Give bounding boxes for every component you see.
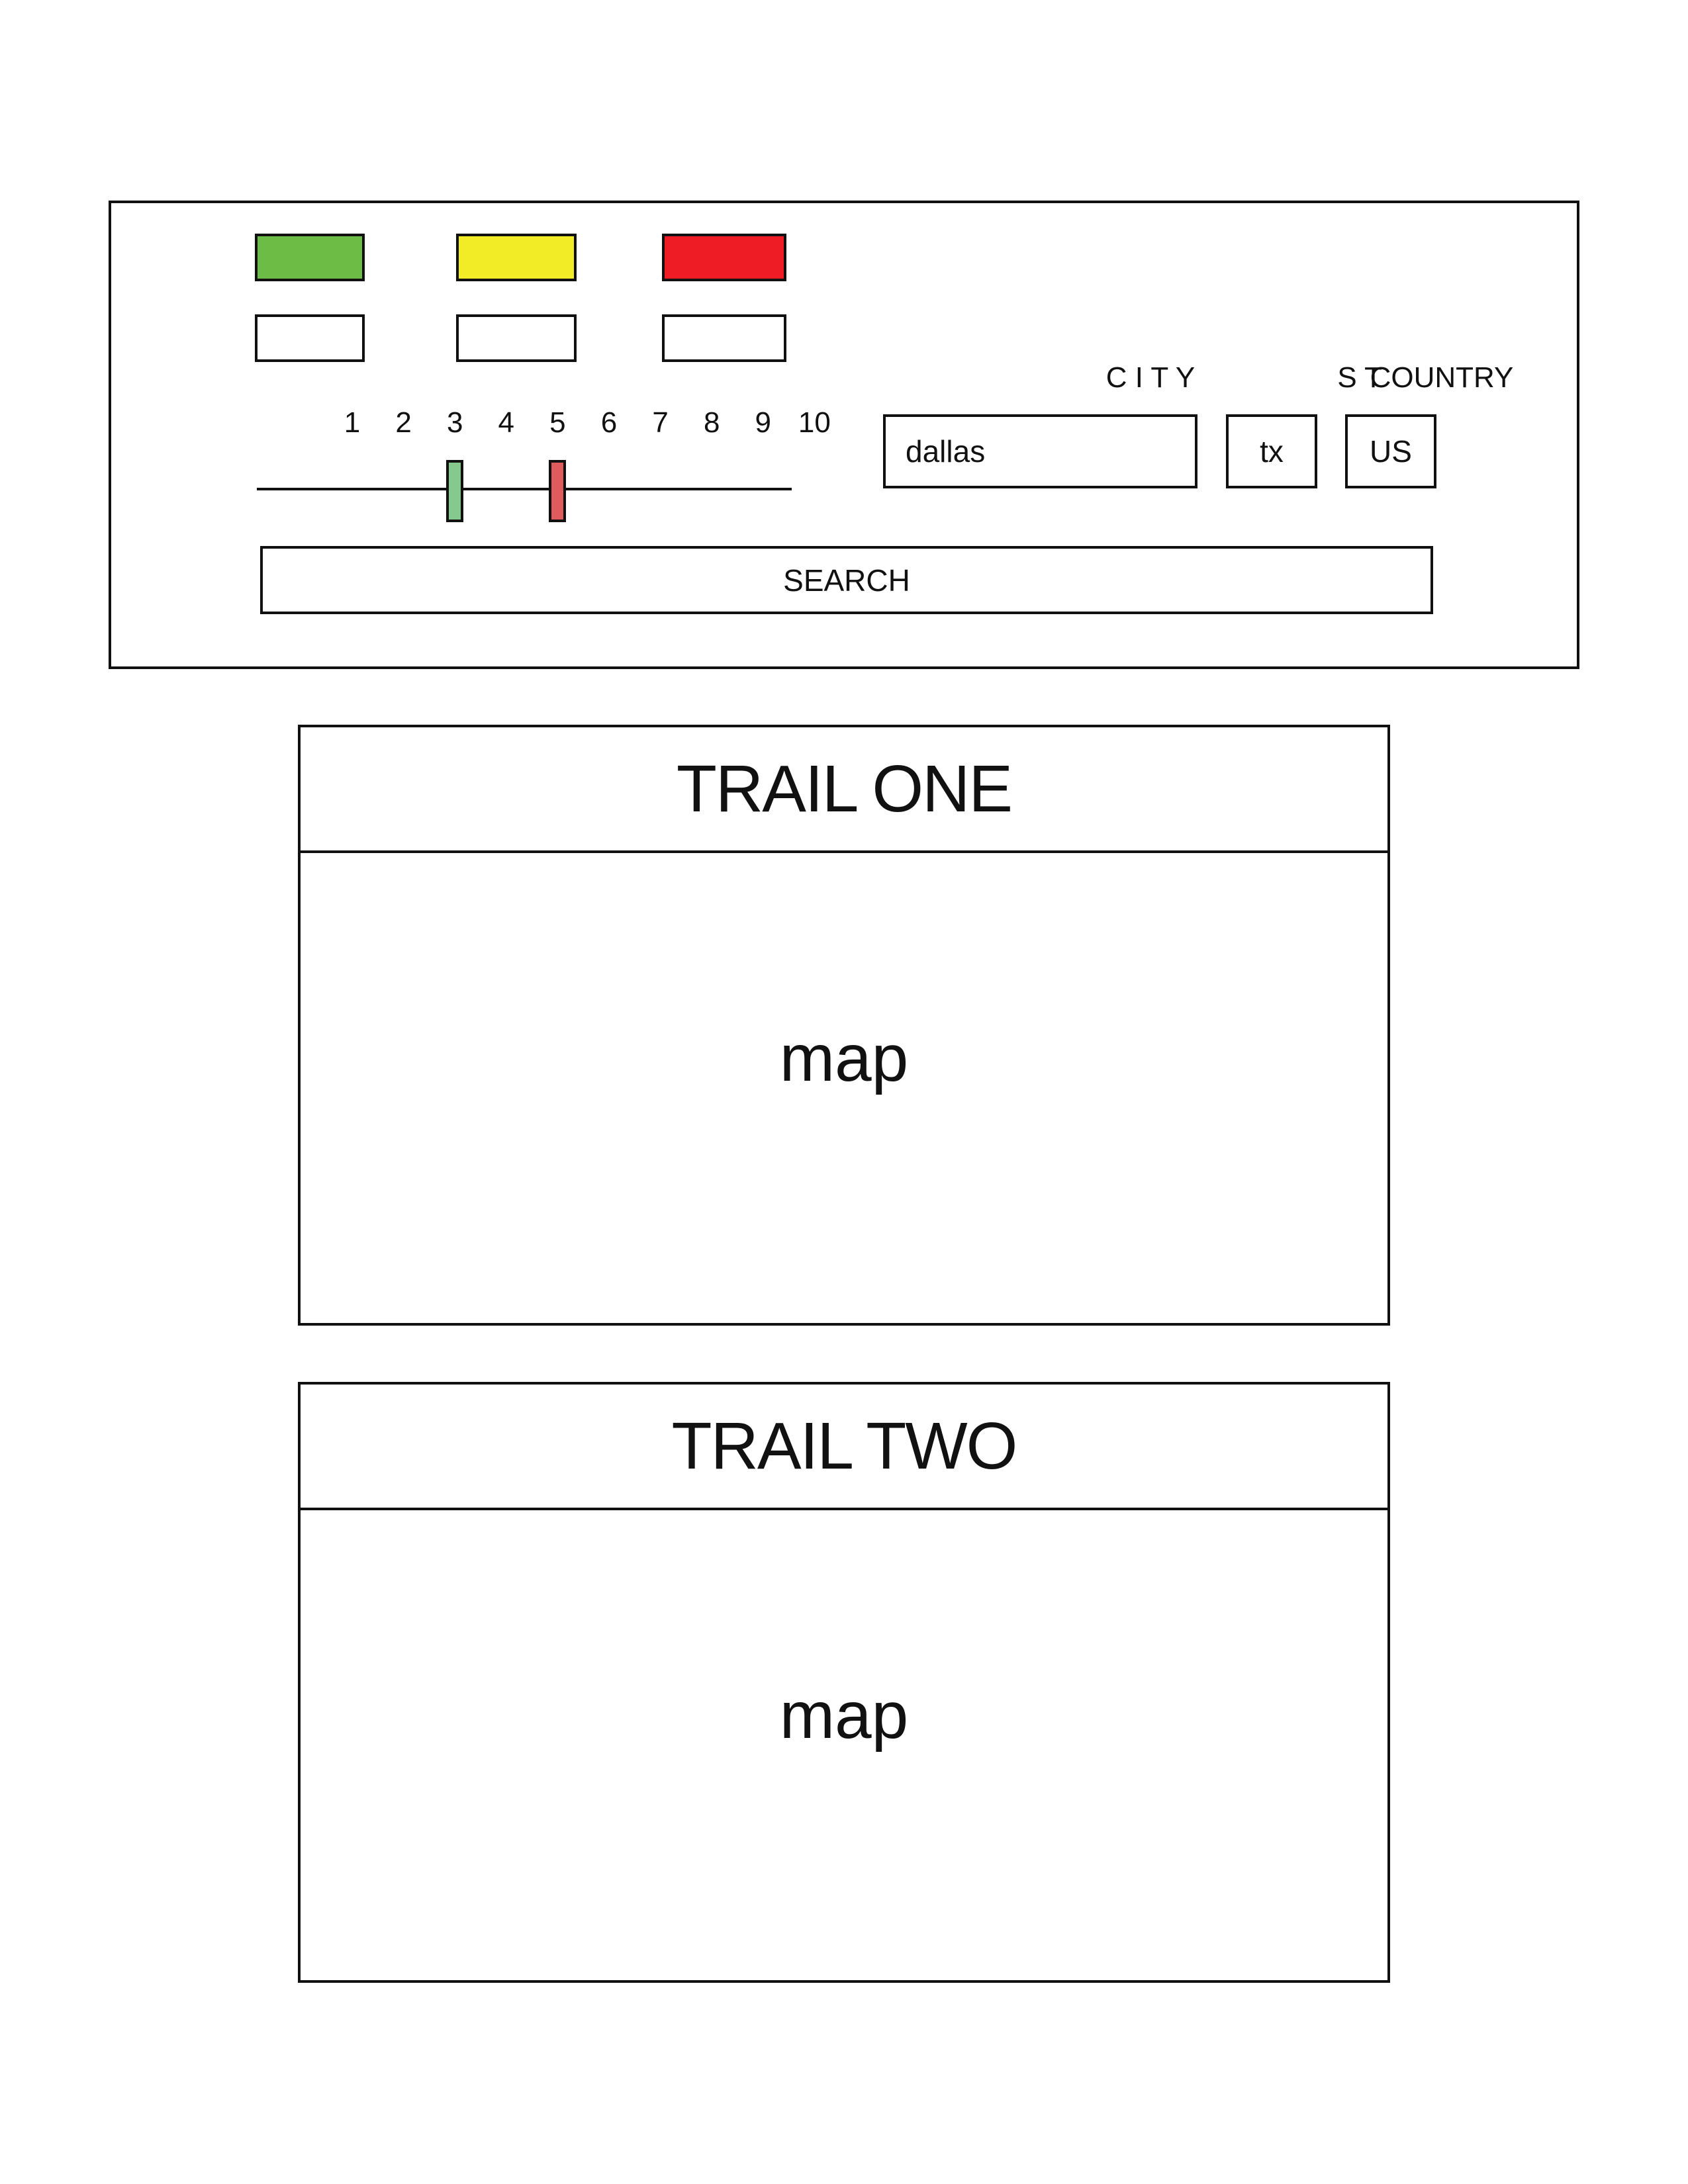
difficulty-moderate-input[interactable]	[456, 314, 577, 362]
state-label: S T	[1337, 361, 1382, 394]
range-tick-label: 10	[798, 406, 831, 439]
city-label: C I T Y	[1105, 361, 1196, 394]
trail-map[interactable]: map	[301, 853, 1387, 1323]
difficulty-easy-input[interactable]	[255, 314, 365, 362]
range-tick-label: 4	[498, 406, 515, 439]
map-placeholder-label: map	[779, 1678, 909, 1752]
range-tick-label: 2	[395, 406, 412, 439]
filter-panel: 1 2 3 4 5 6 7 8 9 10 C I T Y S T COUNTRY SEARCH	[109, 201, 1579, 669]
range-tick-label: 3	[446, 406, 463, 439]
range-slider-max-handle[interactable]	[549, 460, 567, 522]
range-tick-label: 5	[549, 406, 566, 439]
difficulty-hard-swatch[interactable]	[662, 234, 786, 281]
trail-map[interactable]: map	[301, 1510, 1387, 1980]
trail-title: TRAIL ONE	[301, 727, 1387, 853]
trail-card[interactable]: TRAIL TWO map	[298, 1382, 1390, 1983]
state-input[interactable]	[1226, 414, 1317, 488]
search-button[interactable]: SEARCH	[260, 546, 1433, 614]
trail-title: TRAIL TWO	[301, 1385, 1387, 1510]
map-placeholder-label: map	[779, 1021, 909, 1095]
range-slider-min-handle[interactable]	[446, 460, 464, 522]
difficulty-hard-input[interactable]	[662, 314, 786, 362]
city-input[interactable]	[883, 414, 1197, 488]
range-slider-track[interactable]	[257, 488, 792, 490]
trail-card[interactable]: TRAIL ONE map	[298, 725, 1390, 1326]
range-tick-label: 8	[703, 406, 720, 439]
range-tick-label: 9	[755, 406, 772, 439]
range-tick-label: 6	[600, 406, 618, 439]
range-tick-label: 1	[344, 406, 361, 439]
difficulty-easy-swatch[interactable]	[255, 234, 365, 281]
range-tick-label: 7	[652, 406, 669, 439]
difficulty-moderate-swatch[interactable]	[456, 234, 577, 281]
country-label: COUNTRY	[1370, 361, 1514, 394]
country-input[interactable]	[1345, 414, 1436, 488]
